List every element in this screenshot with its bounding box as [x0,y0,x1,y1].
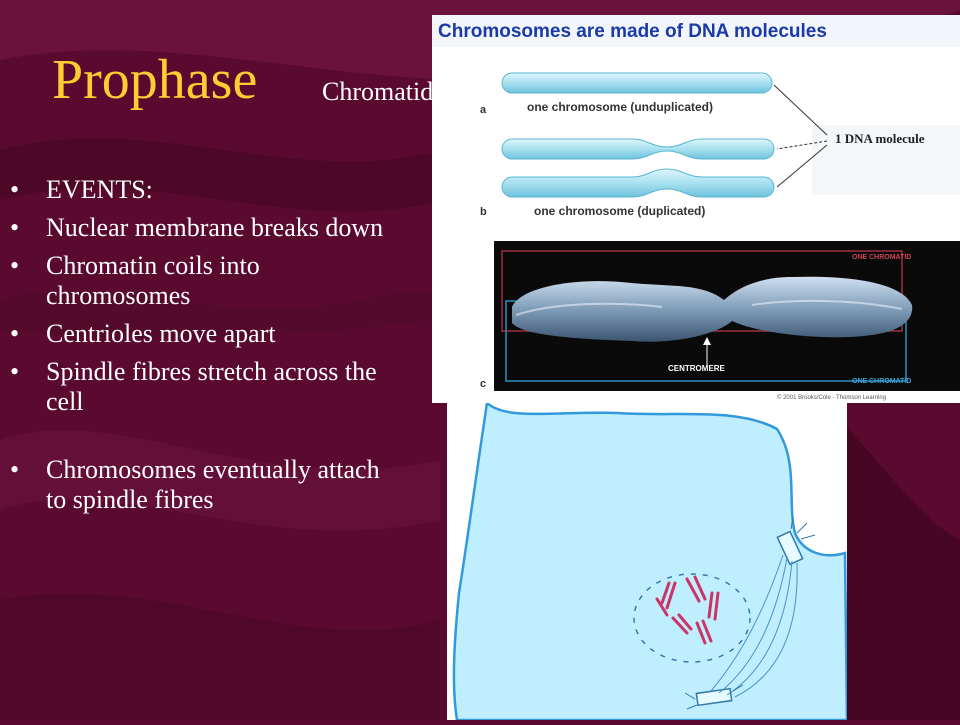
label-a: a [480,104,487,116]
label-b: b [480,206,487,218]
callout-line-b2 [776,144,828,188]
callout-line-a [773,84,828,136]
bullet-spindle-fibres: Spindle fibres stretch across the cell [8,357,393,417]
callout-dna-molecule: 1 DNA molecule [835,131,925,146]
unduplicated-chromosome [501,72,773,94]
dna-figure: Chromosomes are made of DNA molecules a … [432,15,960,403]
chromosomes [655,575,720,645]
caption-unduplicated: one chromosome (unduplicated) [527,100,713,114]
callout-shading [812,125,960,195]
spindle-fibres [710,554,798,698]
events-list: EVENTS: Nuclear membrane breaks down Chr… [8,175,393,523]
slide-title: Prophase [52,49,258,111]
prophase-cell-graphic [447,400,849,722]
bullet-events: EVENTS: [8,175,393,205]
sister-chromatid-top [501,138,775,160]
sem-chromosome [512,276,913,342]
one-chromatid-bottom: ONE CHROMATID [852,378,911,385]
centromere-label: CENTROMERE [668,364,726,373]
nuclear-envelope-fragments [633,573,751,663]
one-chromatid-top: ONE CHROMATID [852,254,911,261]
centromere-arrow-icon [703,337,711,345]
centriole-bottom [695,687,733,707]
bullet-chromosomes-attach: Chromosomes eventually attach to spindle… [8,455,393,515]
aster-rays [684,516,816,710]
chromatid-text: Chromatid [322,77,434,106]
bullet-chromatin-coils: Chromatin coils into chromosomes [8,251,393,311]
callout-line-b1 [776,140,828,150]
centriole-top [776,530,804,566]
bullet-centrioles: Centrioles move apart [8,319,393,349]
sister-chromatid-bottom [501,168,775,198]
sem-highlight [515,299,903,316]
figure-credit: © 2001 Brooks/Cole - Thomson Learning [777,394,886,401]
caption-duplicated: one chromosome (duplicated) [534,204,705,218]
prophase-cell-figure [447,400,849,722]
dna-figure-graphic: Chromosomes are made of DNA molecules a … [432,15,960,403]
label-c: c [480,378,486,390]
bullet-nuclear-membrane: Nuclear membrane breaks down [8,213,393,243]
cell-membrane [452,400,849,722]
dna-figure-heading: Chromosomes are made of DNA molecules [438,21,827,42]
